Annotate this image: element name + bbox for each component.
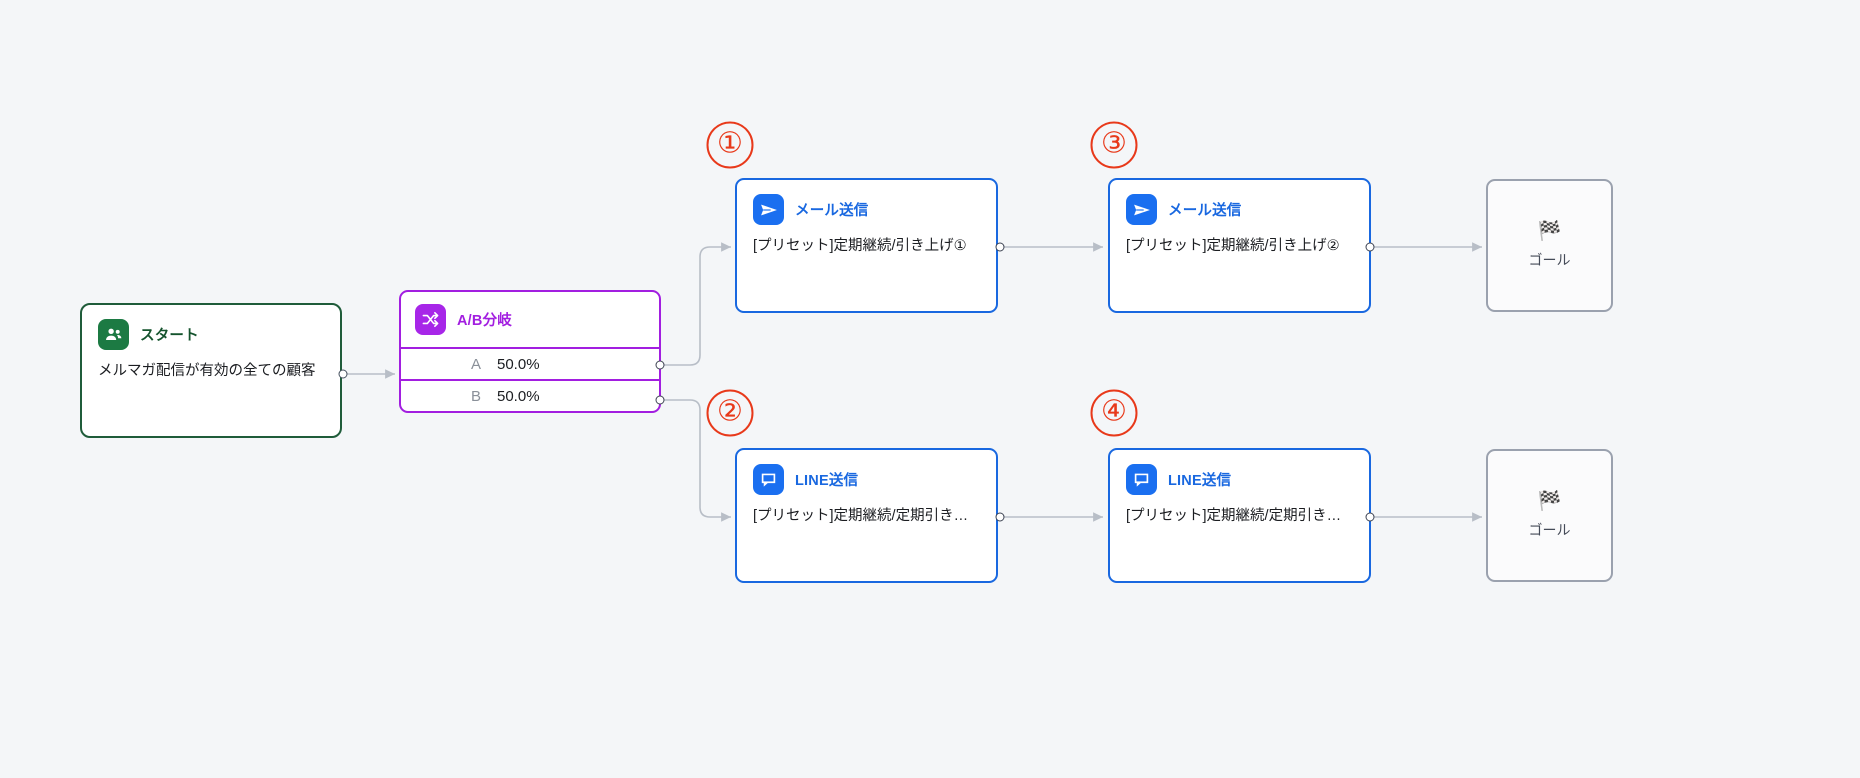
node-goal-bottom[interactable]: 🏁 ゴール <box>1486 449 1613 582</box>
node-mail-2-header: メール送信 <box>1110 180 1369 225</box>
branch-row-b-key: B <box>470 387 481 405</box>
node-start-header: スタート <box>82 305 340 350</box>
node-mail-1[interactable]: メール送信 [プリセット]定期継続/引き上げ① <box>735 178 998 313</box>
branch-row-a-key: A <box>470 355 481 373</box>
node-mail-1-header: メール送信 <box>737 180 996 225</box>
node-line-1[interactable]: LINE送信 [プリセット]定期継続/定期引き上... <box>735 448 998 583</box>
node-mail-2-description: [プリセット]定期継続/引き上げ② <box>1126 238 1340 254</box>
ab-split-arrows-icon <box>415 304 446 335</box>
node-line-1-description: [プリセット]定期継続/定期引き上... <box>753 508 981 524</box>
annotation-1: ① <box>706 121 754 169</box>
checkered-flag-icon: 🏁 <box>1537 490 1562 512</box>
checkered-flag-icon: 🏁 <box>1537 220 1562 242</box>
port-start-out[interactable] <box>338 369 348 379</box>
node-mail-1-title: メール送信 <box>795 203 869 219</box>
annotation-4: ④ <box>1090 389 1138 437</box>
node-mail-2[interactable]: メール送信 [プリセット]定期継続/引き上げ② <box>1108 178 1371 313</box>
chat-bubble-icon <box>753 464 784 495</box>
node-goal-top-label: ゴール <box>1528 251 1571 268</box>
paper-plane-icon <box>753 194 784 225</box>
port-branch-b-out[interactable] <box>655 395 665 405</box>
node-line-2-description: [プリセット]定期継続/定期引き上... <box>1126 508 1354 524</box>
branch-row-b[interactable]: B 50.0% <box>401 379 659 411</box>
node-line-2-header: LINE送信 <box>1110 450 1369 495</box>
annotation-2: ② <box>706 389 754 437</box>
branch-row-b-value: 50.0% <box>497 387 540 405</box>
node-ab-branch[interactable]: A/B分岐 A 50.0% B 50.0% <box>399 290 661 413</box>
node-goal-bottom-label: ゴール <box>1528 521 1571 538</box>
chat-bubble-icon <box>1126 464 1157 495</box>
node-start-title: スタート <box>140 328 199 344</box>
node-start[interactable]: スタート メルマガ配信が有効の全ての顧客 <box>80 303 342 438</box>
node-line-1-title: LINE送信 <box>795 473 859 489</box>
audience-people-icon <box>98 319 129 350</box>
edge-branchA-to-mail1 <box>660 242 732 366</box>
node-start-description: メルマガ配信が有効の全ての顧客 <box>98 363 316 379</box>
port-line-2-out[interactable] <box>1365 512 1375 522</box>
node-mail-1-description: [プリセット]定期継続/引き上げ① <box>753 238 967 254</box>
node-goal-top[interactable]: 🏁 ゴール <box>1486 179 1613 312</box>
port-line-1-out[interactable] <box>995 512 1005 522</box>
paper-plane-icon <box>1126 194 1157 225</box>
node-mail-2-title: メール送信 <box>1168 203 1242 219</box>
node-line-1-header: LINE送信 <box>737 450 996 495</box>
node-ab-branch-title: A/B分岐 <box>457 313 512 329</box>
branch-row-a-value: 50.0% <box>497 355 540 373</box>
port-branch-a-out[interactable] <box>655 360 665 370</box>
branch-row-a[interactable]: A 50.0% <box>401 347 659 379</box>
node-line-2-title: LINE送信 <box>1168 473 1232 489</box>
port-mail-2-out[interactable] <box>1365 242 1375 252</box>
node-ab-branch-header: A/B分岐 <box>401 292 659 347</box>
port-mail-1-out[interactable] <box>995 242 1005 252</box>
node-line-2[interactable]: LINE送信 [プリセット]定期継続/定期引き上... <box>1108 448 1371 583</box>
annotation-3: ③ <box>1090 121 1138 169</box>
